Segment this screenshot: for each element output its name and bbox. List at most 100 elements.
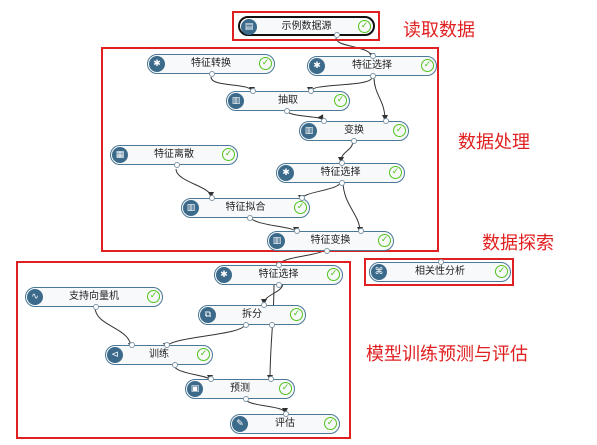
section-box-read — [232, 11, 380, 41]
table-icon: ▥ — [269, 233, 285, 249]
input-port[interactable] — [358, 228, 364, 234]
output-port[interactable] — [370, 73, 376, 79]
node-label: 示例数据源 — [281, 21, 332, 32]
input-port[interactable] — [276, 262, 282, 268]
wave-icon: ∿ — [27, 289, 43, 305]
table-icon: ▥ — [301, 123, 317, 139]
input-port[interactable] — [438, 259, 444, 265]
edge — [373, 76, 388, 121]
node-feature-select-1[interactable]: ✱ 特征选择 ✓ — [307, 53, 437, 79]
section-label-explore: 数据探索 — [482, 233, 554, 254]
section-box-model — [16, 261, 351, 439]
node-label: 特征转换 — [191, 58, 231, 69]
section-box-process — [101, 47, 439, 252]
output-port[interactable] — [247, 215, 253, 221]
node-label: 抽取 — [278, 95, 298, 106]
check-circle-icon: ✓ — [290, 308, 303, 321]
input-port[interactable] — [294, 228, 300, 234]
node-label: 特征拟合 — [225, 202, 266, 213]
database-icon: ▤ — [241, 19, 257, 35]
table-icon: ▥ — [228, 93, 244, 109]
output-port[interactable] — [174, 162, 180, 168]
cluster-icon: ⌘ — [371, 264, 387, 280]
node-label: 训练 — [149, 349, 169, 360]
gear-icon: ✱ — [216, 267, 232, 283]
edge — [342, 180, 363, 233]
output-port[interactable] — [324, 248, 330, 254]
output-port[interactable] — [334, 32, 340, 38]
output-port[interactable] — [93, 304, 99, 310]
input-port[interactable] — [208, 376, 214, 382]
input-port[interactable] — [383, 118, 389, 124]
node-label: 特征离散 — [154, 149, 194, 160]
gear-icon: ✱ — [309, 58, 325, 74]
node-svm[interactable]: ∿ 支持向量机 ✓ — [25, 287, 163, 310]
check-circle-icon: ✓ — [393, 124, 406, 137]
edit-icon: ✎ — [232, 416, 248, 432]
check-circle-icon: ✓ — [327, 268, 340, 281]
check-circle-icon: ✓ — [279, 382, 292, 395]
check-circle-icon: ✓ — [324, 417, 337, 430]
check-circle-icon: ✓ — [147, 290, 160, 303]
input-port[interactable] — [321, 118, 327, 124]
input-port[interactable] — [209, 195, 215, 201]
node-extract[interactable]: ▥ 抽取 ✓ — [226, 88, 350, 114]
grid-icon: ▦ — [112, 147, 128, 163]
node-label: 拆分 — [242, 309, 262, 320]
check-circle-icon: ✓ — [389, 166, 402, 179]
input-port[interactable] — [164, 342, 170, 348]
node-label: 特征选择 — [352, 60, 392, 71]
input-port[interactable] — [308, 88, 314, 94]
input-port[interactable] — [283, 411, 289, 417]
check-circle-icon: ✓ — [294, 201, 307, 214]
check-circle-icon: ✓ — [421, 59, 434, 72]
input-port[interactable] — [129, 342, 135, 348]
output-port[interactable] — [269, 322, 275, 328]
node-feature-select-3[interactable]: ✱ 特征选择 ✓ — [214, 262, 343, 288]
input-port[interactable] — [268, 376, 274, 382]
node-feature-discretize[interactable]: ▦ 特征离散 ✓ — [110, 145, 238, 168]
check-circle-icon: ✓ — [197, 348, 210, 361]
gear-icon: ✱ — [149, 56, 165, 72]
node-label: 特征选择 — [258, 269, 299, 280]
output-port[interactable] — [339, 180, 345, 186]
output-port[interactable] — [243, 322, 249, 328]
input-port[interactable] — [370, 53, 376, 59]
output-port[interactable] — [276, 282, 282, 288]
section-label-read: 读取数据 — [403, 20, 475, 41]
output-port[interactable] — [284, 108, 290, 114]
node-feature-transform[interactable]: ✱ 特征转换 ✓ — [147, 54, 275, 77]
table-icon: ▥ — [183, 200, 199, 216]
output-port[interactable] — [172, 362, 178, 368]
node-label: 相关性分析 — [415, 266, 465, 277]
section-label-model: 模型训练预测与评估 — [366, 344, 528, 365]
node-label: 特征变换 — [310, 235, 351, 246]
gear-icon: ✱ — [278, 165, 294, 181]
input-port[interactable] — [261, 302, 267, 308]
node-feature-fit[interactable]: ▥ 特征拟合 ✓ — [181, 195, 310, 221]
node-label: 预测 — [230, 383, 250, 394]
node-train[interactable]: ⊲ 训练 ✓ — [105, 342, 213, 368]
edge — [175, 168, 214, 198]
split-icon: ⧉ — [200, 307, 216, 323]
node-evaluate[interactable]: ✎ 评估 ✓ — [230, 411, 340, 434]
node-source[interactable]: ▤ 示例数据源 ✓ — [238, 16, 375, 38]
node-split[interactable]: ⧉ 拆分 ✓ — [198, 302, 306, 328]
output-port[interactable] — [351, 138, 357, 144]
node-feature-select-2[interactable]: ✱ 特征选择 ✓ — [276, 160, 405, 186]
input-port[interactable] — [339, 160, 345, 166]
input-port[interactable] — [299, 195, 305, 201]
image-icon: ▣ — [187, 381, 203, 397]
check-circle-icon: ✓ — [334, 94, 347, 107]
node-predict[interactable]: ▣ 预测 ✓ — [185, 376, 295, 402]
node-transform[interactable]: ▥ 变换 ✓ — [299, 118, 409, 144]
check-circle-icon: ✓ — [358, 20, 371, 33]
input-port[interactable] — [250, 88, 256, 94]
node-label: 特征选择 — [320, 167, 361, 178]
node-label: 变换 — [344, 125, 364, 136]
node-feature-transform-2[interactable]: ▥ 特征变换 ✓ — [267, 228, 394, 254]
edge — [267, 282, 275, 381]
output-port[interactable] — [243, 396, 249, 402]
output-port[interactable] — [209, 71, 215, 77]
node-correlation[interactable]: ⌘ 相关性分析 ✓ — [369, 259, 511, 282]
